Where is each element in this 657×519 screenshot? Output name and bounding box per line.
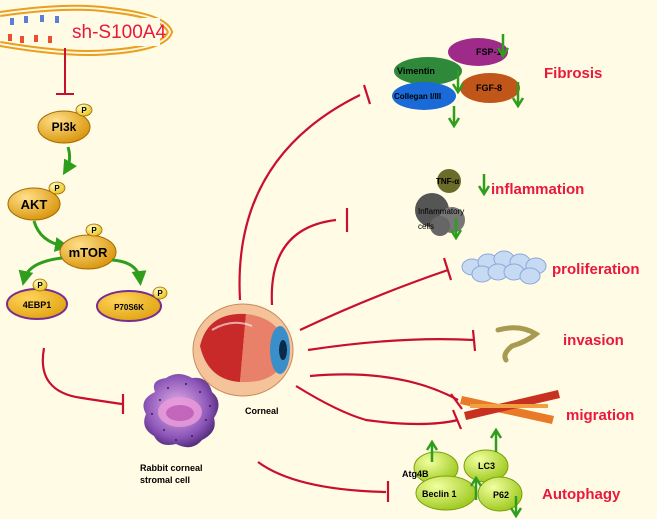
autophagy-cluster: Atg4B LC3 Beclin 1 P62 (402, 449, 523, 512)
marker-beclin1: Beclin 1 (422, 489, 457, 499)
title-autophagy: Autophagy (542, 486, 621, 503)
down-arrows-fibrosis (447, 34, 525, 129)
marker-fgf: FGF-8 (476, 83, 502, 93)
phospho-label: P (37, 281, 43, 290)
activate-arrow-akt (62, 146, 78, 176)
title-inflammation: inflammation (491, 181, 584, 198)
marker-atg4b: Atg4B (402, 469, 429, 479)
node-akt: P AKT (7, 181, 66, 221)
phospho-label: P (157, 289, 163, 298)
node-p70s6k: P P70S6K (96, 286, 168, 322)
migration-fibers (460, 390, 560, 424)
phospho-label: P (81, 106, 87, 115)
node-pi3k: P PI3k (37, 103, 93, 144)
inflammation-cluster: TNF-α Inflammatory cells (415, 169, 465, 236)
marker-fsp1: FSP-1 (476, 47, 502, 57)
title-migration: migration (566, 407, 634, 424)
marker-lc3: LC3 (478, 461, 495, 471)
inhibit-arrows-outcomes (238, 84, 477, 502)
proliferation-cells (461, 250, 547, 285)
4ebp1-label: 4EBP1 (23, 300, 52, 310)
akt-label: AKT (21, 197, 48, 212)
hairpin-shrna (0, 4, 174, 56)
title-fibrosis: Fibrosis (544, 65, 602, 82)
hairpin-label: sh-S100A4 (72, 22, 166, 43)
invasion-cell (495, 325, 541, 363)
node-mtor: P mTOR (59, 223, 117, 270)
title-proliferation: proliferation (552, 261, 640, 278)
marker-inflammatory-cells-2: cells (418, 222, 434, 231)
marker-inflammatory-cells: Inflammatory (418, 207, 464, 216)
activate-arrow-4ebp1 (18, 256, 63, 286)
cornea-eye (192, 303, 294, 397)
marker-vimentin: Vimentin (397, 66, 435, 76)
down-arrows-inflammation (449, 174, 491, 241)
phospho-label: P (54, 184, 60, 193)
mtor-label: mTOR (69, 245, 108, 260)
marker-p62: P62 (493, 490, 509, 500)
inhibit-arrow-cell (41, 347, 125, 414)
p70s6k-label: P70S6K (114, 303, 144, 312)
marker-tnf: TNF-α (436, 177, 459, 186)
fibrosis-cluster: FSP-1 Vimentin FGF-8 Collegan I/III (392, 38, 520, 110)
title-invasion: invasion (563, 332, 624, 349)
cornea-label: Corneal (245, 406, 279, 416)
pi3k-label: PI3k (52, 120, 77, 134)
inhibit-arrow-pi3k (56, 48, 74, 95)
activate-arrow-p70s6k (111, 258, 147, 286)
phospho-label: P (91, 226, 97, 235)
stromal-cell (143, 374, 219, 448)
marker-collagen: Collegan I/III (394, 92, 441, 101)
regulation-arrows-autophagy (425, 427, 523, 519)
node-4ebp1: P 4EBP1 (6, 278, 68, 320)
activate-arrow-mtor (32, 220, 70, 252)
